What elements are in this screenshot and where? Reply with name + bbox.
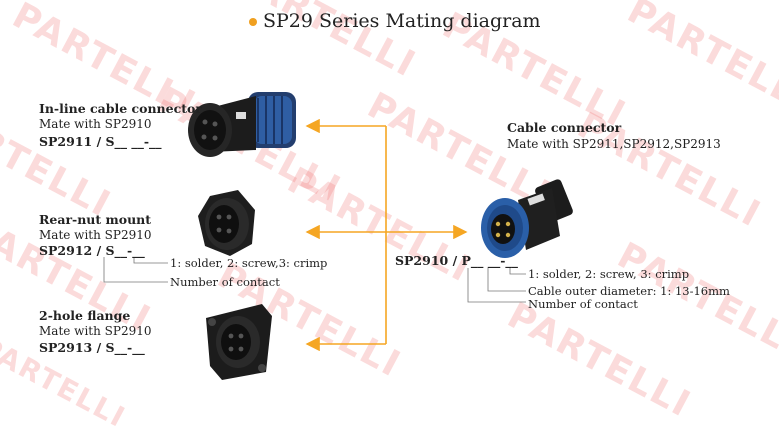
two-hole-flange-name: 2-hole flange	[39, 308, 131, 323]
rear-nut-mount-code: SP2912 / S__-__	[39, 243, 145, 258]
cable-callout-diameter: Cable outer diameter: 1: 13-16mm	[528, 284, 730, 298]
two-hole-flange-icon	[206, 304, 272, 380]
rear-nut-mount-mate: Mate with SP2910	[39, 228, 152, 242]
rear-nut-mount-icon	[198, 190, 255, 256]
mating-arrows	[305, 118, 468, 352]
two-hole-flange-mate: Mate with SP2910	[39, 324, 152, 338]
cable-connector-plug-icon	[481, 179, 573, 258]
inline-cable-connector-icon	[188, 92, 296, 157]
inline-connector-mate: Mate with SP2910	[39, 117, 152, 131]
cable-callout-contacts: Number of contact	[528, 297, 638, 311]
left-callout-leaders	[103, 257, 168, 283]
cable-callout-termination: 1: solder, 2: screw, 3: crimp	[528, 267, 690, 281]
two-hole-flange-code: SP2913 / S__-__	[39, 340, 145, 355]
rear-nut-callout-termination: 1: solder, 2: screw,3: crimp	[170, 256, 328, 270]
rear-nut-callout-contacts: Number of contact	[170, 275, 280, 289]
bullet-icon	[249, 18, 257, 26]
rear-nut-mount-name: Rear-nut mount	[39, 212, 152, 227]
mating-diagram	[103, 92, 573, 380]
inline-connector-code: SP2911 / S__ __-__	[39, 134, 162, 149]
page-title-text: SP29 Series Mating diagram	[263, 10, 541, 32]
right-callout-leaders	[467, 268, 526, 303]
page-title: SP29 Series Mating diagram	[249, 10, 541, 32]
cable-connector-mate: Mate with SP2911,SP2912,SP2913	[507, 137, 721, 151]
cable-connector-name: Cable connector	[507, 120, 622, 135]
cable-connector-code: SP2910 / P__ __-__	[395, 253, 518, 268]
inline-connector-name: In-line cable connector	[39, 101, 202, 116]
